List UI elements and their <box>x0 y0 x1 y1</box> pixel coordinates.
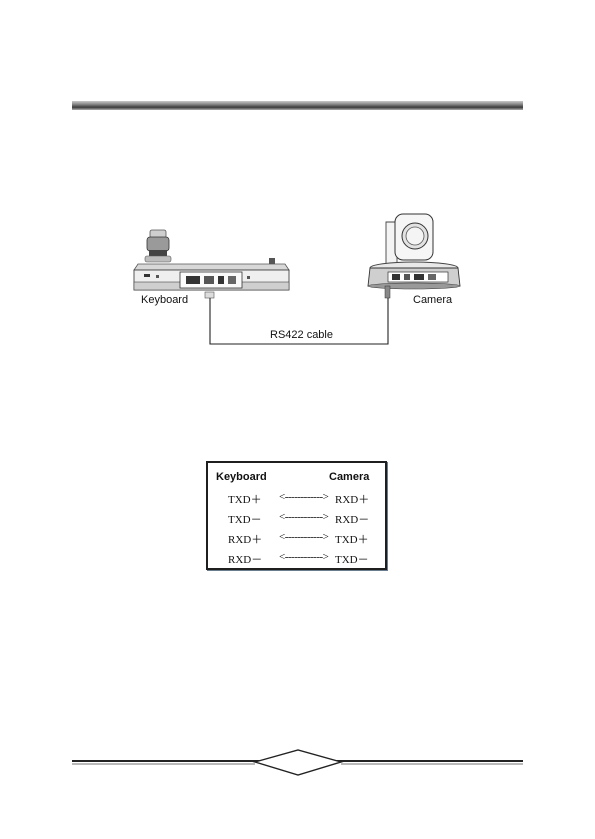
footer-ornament <box>0 0 595 839</box>
